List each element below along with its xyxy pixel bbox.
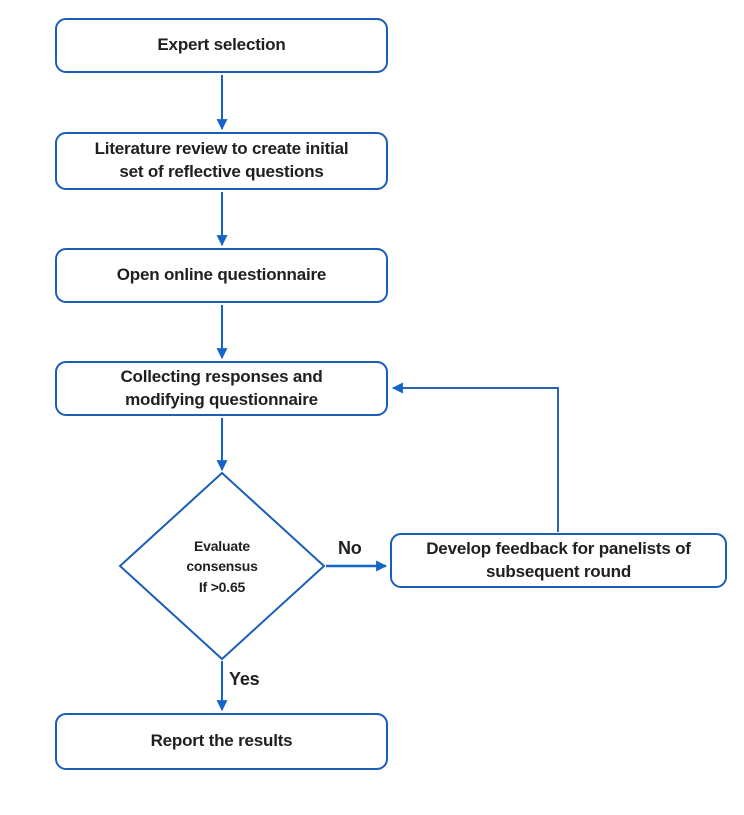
decision-diamond: [118, 471, 326, 661]
collecting-responses-label-line2: modifying questionnaire: [125, 389, 318, 409]
open-online-questionnaire-box: Open online questionnaire: [55, 248, 388, 303]
literature-review-label-line2: set of reflective questions: [119, 162, 324, 181]
evaluate-consensus-decision-label: Evaluate consensus If >0.65: [147, 536, 297, 597]
collecting-responses-label-line1: Collecting responses and: [120, 366, 323, 386]
feedback-connector-develop-to-collect: [391, 382, 559, 532]
develop-feedback-label-line2: subsequent round: [485, 561, 632, 581]
decision-label-line2: consensus: [186, 558, 258, 575]
decision-label-line1: Evaluate: [194, 538, 250, 554]
yes-edge-label: Yes: [229, 669, 260, 689]
literature-review-box: Literature review to create initial set …: [55, 132, 388, 190]
develop-feedback-label-line1: Develop feedback for panelists of: [426, 538, 691, 558]
decision-label-line3: If >0.65: [198, 578, 246, 595]
report-results-label: Report the results: [150, 731, 293, 751]
develop-feedback-box: Develop feedback for panelists of subseq…: [390, 533, 727, 588]
no-edge-label: No: [338, 538, 362, 558]
open-online-questionnaire-label: Open online questionnaire: [116, 265, 327, 285]
collecting-responses-box: Collecting responses and modifying quest…: [55, 361, 388, 416]
report-results-box: Report the results: [55, 713, 388, 770]
expert-selection-label: Expert selection: [157, 35, 286, 55]
literature-review-label-line1: Literature review to create initial: [94, 139, 349, 159]
expert-selection-box: Expert selection: [55, 18, 388, 73]
